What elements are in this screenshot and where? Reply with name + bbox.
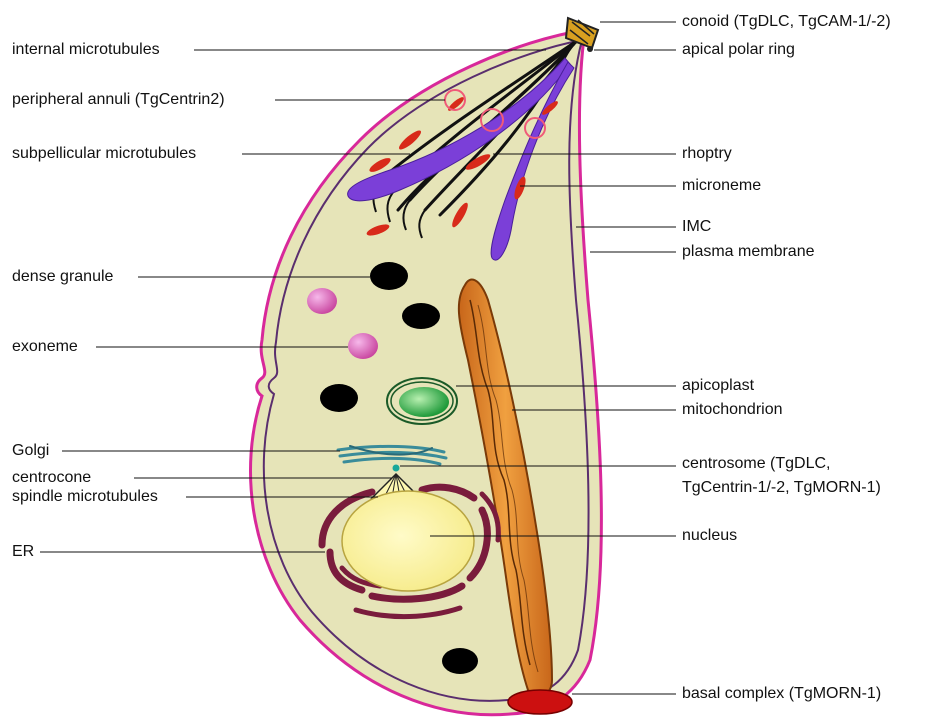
label-subpellicular-microtubules: subpellicular microtubules xyxy=(12,145,196,163)
apical-polar-ring xyxy=(587,46,593,52)
label-microneme: microneme xyxy=(682,177,761,195)
label-golgi: Golgi xyxy=(12,442,49,460)
label-mitochondrion: mitochondrion xyxy=(682,401,783,419)
exoneme-1 xyxy=(307,288,337,314)
label-conoid: conoid (TgDLC, TgCAM-1/-2) xyxy=(682,13,891,31)
label-plasma-membrane: plasma membrane xyxy=(682,243,815,261)
nucleus xyxy=(342,491,474,591)
label-dense-granule: dense granule xyxy=(12,268,113,286)
label-centrocone: centrocone xyxy=(12,469,91,487)
label-apical-polar-ring: apical polar ring xyxy=(682,41,795,59)
exoneme-2 xyxy=(348,333,378,359)
centrosome xyxy=(393,465,400,472)
basal-complex xyxy=(508,690,572,714)
label-nucleus: nucleus xyxy=(682,527,737,545)
label-exoneme: exoneme xyxy=(12,338,78,356)
label-centrosome-line1: centrosome (TgDLC, xyxy=(682,455,831,473)
label-apicoplast: apicoplast xyxy=(682,377,754,395)
label-rhoptry: rhoptry xyxy=(682,145,732,163)
label-peripheral-annuli: peripheral annuli (TgCentrin2) xyxy=(12,91,225,109)
label-internal-microtubules: internal microtubules xyxy=(12,41,160,59)
label-spindle-microtubules: spindle microtubules xyxy=(12,488,158,506)
label-er: ER xyxy=(12,543,34,561)
label-centrosome-line2: TgCentrin-1/-2, TgMORN-1) xyxy=(682,479,881,497)
label-imc: IMC xyxy=(682,218,711,236)
label-basal-complex: basal complex (TgMORN-1) xyxy=(682,685,881,703)
